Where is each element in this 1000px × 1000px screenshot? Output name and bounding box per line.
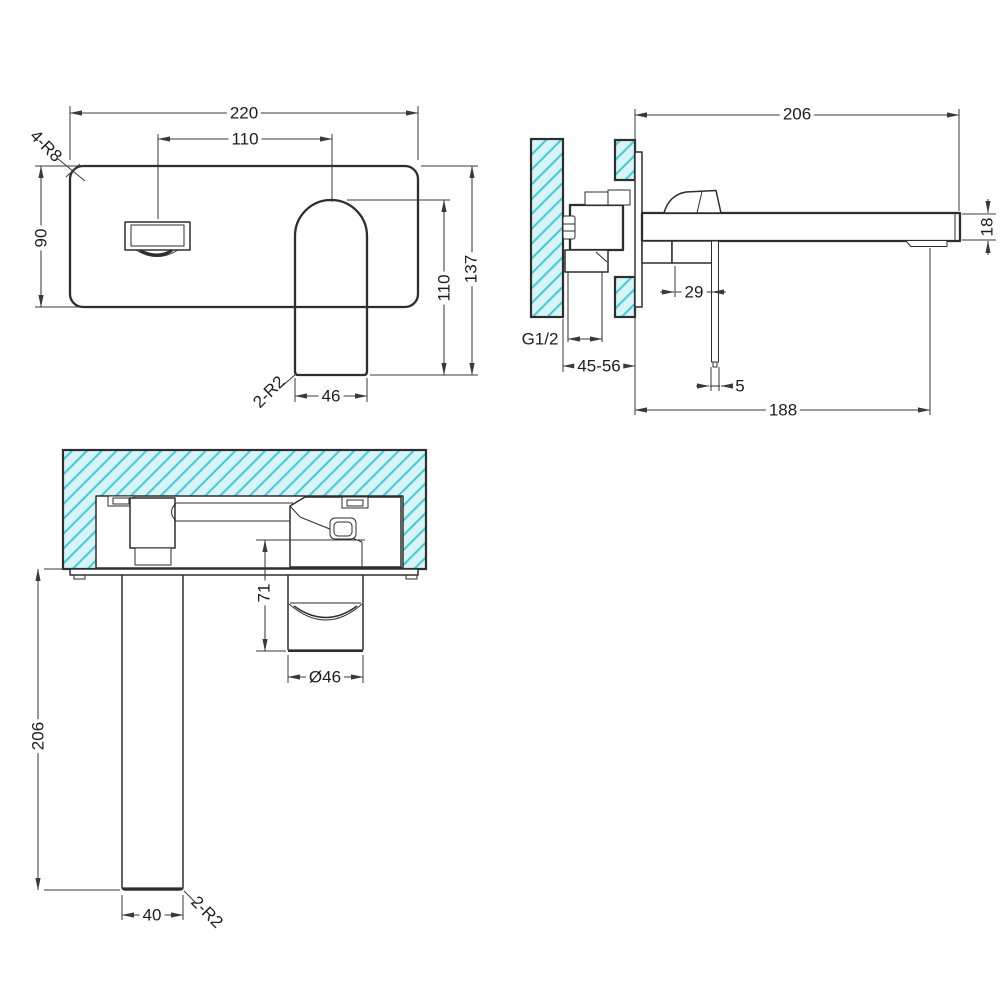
plan-body-crease-a <box>289 505 301 518</box>
plan-clip-left-inner <box>112 497 130 505</box>
plan-handle-arc-inner <box>293 605 358 619</box>
plan-backplate <box>69 568 419 576</box>
side-wall-section <box>529 137 565 319</box>
plan-cartridge-foot <box>134 547 172 566</box>
plan-spout-tube <box>121 575 184 891</box>
plan-lever-socket-inner <box>333 521 353 537</box>
plan-leader-2r2 <box>183 890 198 905</box>
side-inlet-block <box>564 249 609 273</box>
front-leader-4r8-tick <box>65 163 81 178</box>
front-handle-outline <box>293 198 369 377</box>
side-lever-tip <box>712 361 718 368</box>
front-spout-aerator <box>139 249 173 257</box>
side-spout <box>640 211 962 243</box>
plan-plate-foot-left <box>73 574 86 580</box>
side-tile-bottom <box>613 275 637 319</box>
front-spout-body <box>124 221 191 251</box>
plan-lever-socket <box>329 517 357 540</box>
front-leader-4r8 <box>56 157 86 182</box>
side-connector-b <box>607 189 631 206</box>
front-spout-inner <box>130 224 185 247</box>
plan-pipe-cap <box>171 502 177 522</box>
front-backplate-outline <box>68 164 420 309</box>
plan-plate-foot-right <box>405 574 418 580</box>
plan-cartridge <box>129 497 176 549</box>
side-connector-a <box>584 191 609 206</box>
side-tile-top <box>613 138 637 182</box>
front-leader-2r2 <box>280 373 297 388</box>
side-spout-aerator <box>905 240 948 247</box>
side-view <box>529 109 996 415</box>
plan-clip-right-inner <box>346 499 364 507</box>
plan-view <box>35 448 428 920</box>
side-handle-top <box>663 189 722 214</box>
side-handle-top-crease <box>696 191 703 214</box>
side-inlet-chamfer <box>595 251 608 263</box>
side-handle-base-a <box>641 240 673 264</box>
side-valve-cartridge <box>568 203 625 252</box>
plan-handle-arc-outer <box>288 603 363 621</box>
plan-clip-right <box>341 496 369 509</box>
side-lever-rod <box>711 240 719 363</box>
side-handle-base-b <box>671 240 713 264</box>
front-view <box>35 106 478 402</box>
side-valve-screw <box>562 215 576 240</box>
